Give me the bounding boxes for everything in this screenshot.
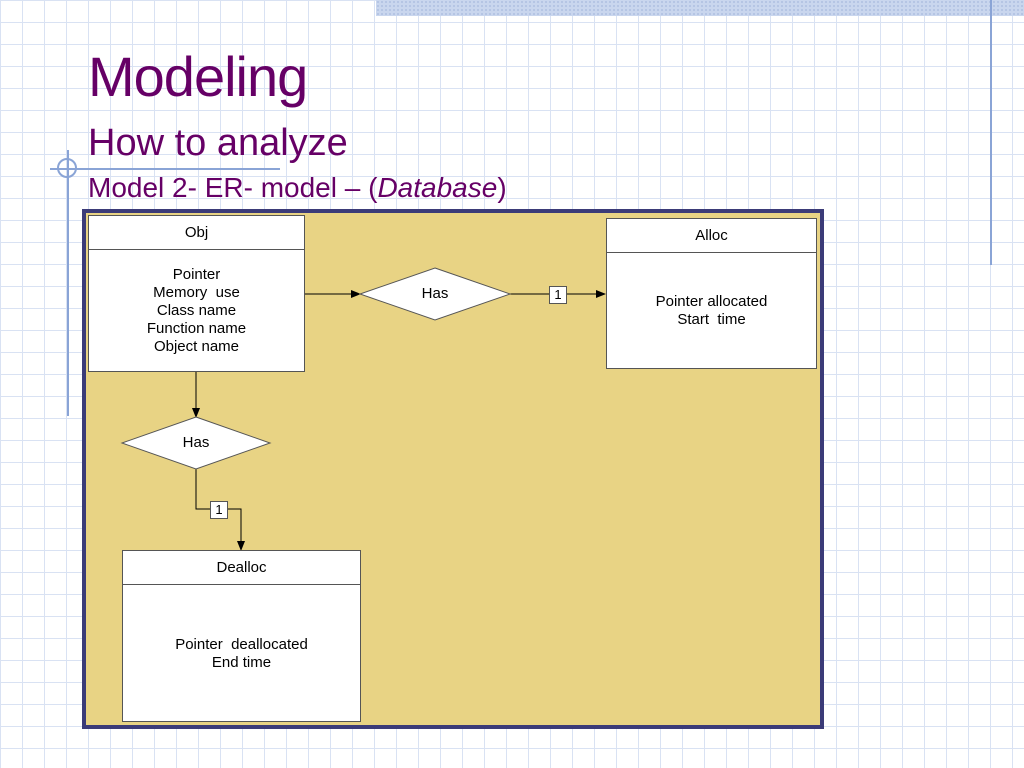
subsubtitle-suffix: ) — [497, 172, 507, 203]
er-diagram: Obj Pointer Memory use Class name Functi… — [82, 209, 824, 729]
entity-alloc-name: Alloc — [607, 219, 816, 253]
cardinality-obj-alloc: 1 — [549, 286, 567, 304]
decorative-horizontal-line — [50, 168, 280, 170]
relationship-diamond-obj-dealloc — [120, 416, 272, 470]
entity-obj-attribute: Pointer — [172, 266, 221, 283]
relationship-label-obj-alloc: Has — [421, 285, 449, 302]
entity-dealloc: Dealloc Pointer deallocated End time — [122, 550, 361, 722]
entity-dealloc-name: Dealloc — [123, 551, 360, 585]
entity-alloc-attribute: Start time — [677, 311, 746, 328]
entity-alloc-attributes: Pointer allocated Start time — [607, 253, 816, 369]
slide-subsubtitle: Model 2- ER- model – (Database) — [88, 170, 507, 206]
entity-obj-name: Obj — [89, 216, 304, 250]
entity-obj-attribute: Class name — [156, 302, 237, 319]
decorative-vertical-line-left — [67, 150, 69, 416]
decorative-circle — [57, 158, 77, 178]
connector-layer — [120, 267, 606, 551]
slide-title: Modeling — [88, 45, 308, 108]
subsubtitle-italic: Database — [377, 172, 498, 203]
decorative-vertical-line-right — [990, 0, 992, 265]
entity-dealloc-attribute: Pointer deallocated — [175, 635, 308, 653]
entity-obj-attributes: Pointer Memory use Class name Function n… — [89, 250, 304, 372]
entity-alloc-attribute: Pointer allocated — [655, 293, 768, 310]
entity-alloc: Alloc Pointer allocated Start time — [606, 218, 817, 369]
subsubtitle-prefix: Model 2- ER- model – ( — [88, 172, 378, 203]
entity-dealloc-attributes: Pointer deallocated End time — [123, 585, 360, 722]
entity-obj-attribute: Object name — [153, 338, 240, 355]
entity-dealloc-attribute: End time — [211, 653, 272, 671]
relationship-diamond-obj-alloc — [358, 267, 512, 321]
slide-subtitle: How to analyze — [88, 122, 348, 164]
entity-obj-attribute: Memory use — [153, 284, 240, 301]
entity-obj-attribute: Function name — [146, 320, 247, 337]
cardinality-obj-dealloc: 1 — [210, 501, 228, 519]
relationship-label-obj-dealloc: Has — [182, 434, 210, 451]
header-decoration-band — [376, 0, 1024, 16]
entity-obj: Obj Pointer Memory use Class name Functi… — [88, 215, 305, 372]
